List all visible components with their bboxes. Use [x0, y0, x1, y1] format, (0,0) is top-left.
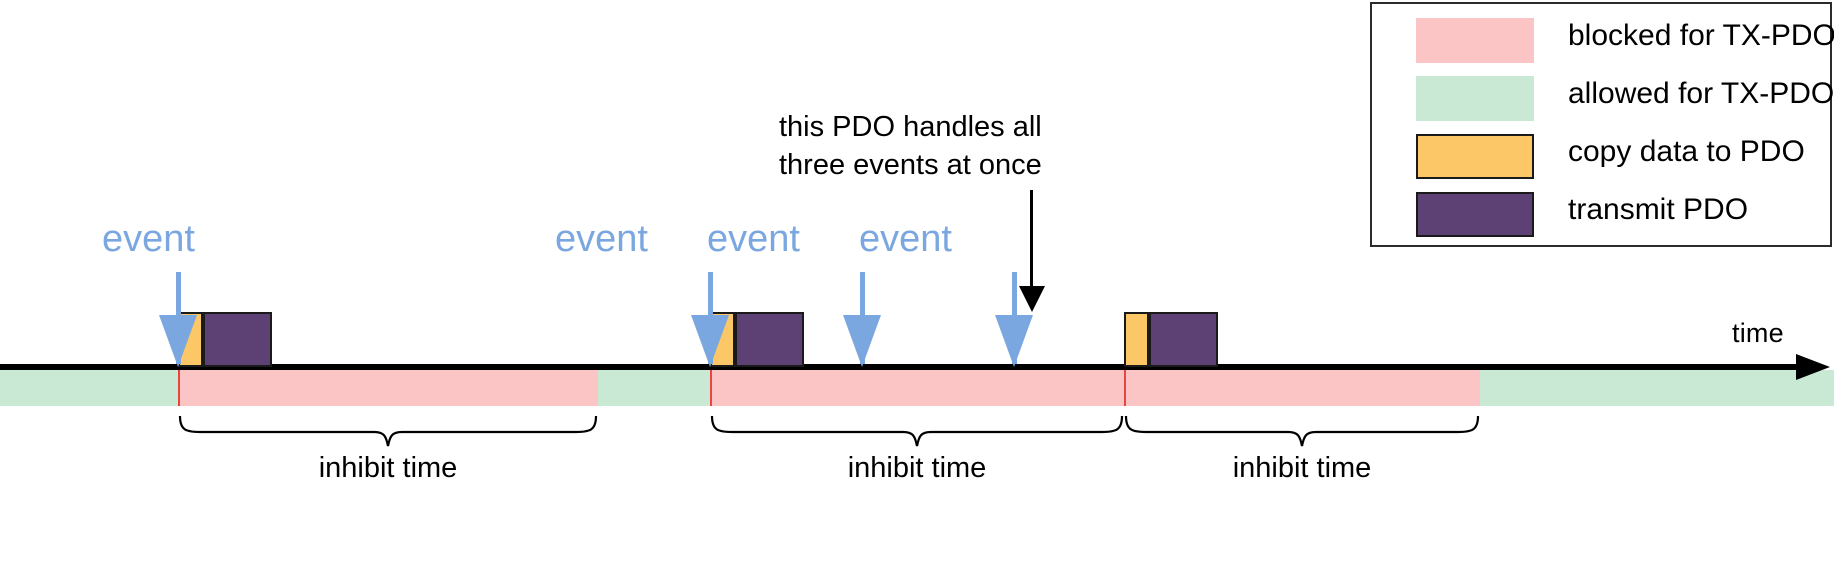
band-segment-blocked-1: [178, 370, 598, 406]
time-axis-label: time: [1732, 318, 1784, 348]
inhibit-brace-2: [710, 414, 1124, 448]
time-axis-line: [0, 364, 1800, 370]
inhibit-brace-3: [1124, 414, 1480, 448]
time-axis-arrow-icon: [1796, 354, 1830, 380]
blocked-swatch-icon: [1416, 18, 1534, 63]
transmit-pdo-block-3: [1149, 312, 1218, 367]
band-segment-allowed-3: [1480, 370, 1834, 406]
inhibit-brace-label-3: inhibit time: [1232, 452, 1372, 484]
event-arrow-head-icon-2: [691, 315, 729, 367]
legend-item-allowed: allowed for TX-PDO: [1372, 68, 1834, 126]
event-arrow-head-icon-4: [995, 315, 1033, 367]
allowed-swatch-icon: [1416, 76, 1534, 121]
transmit-swatch-icon: [1416, 192, 1534, 237]
legend-box: blocked for TX-PDO allowed for TX-PDO co…: [1370, 2, 1834, 247]
band-segment-allowed-1: [0, 370, 178, 406]
event-label-1: event: [102, 218, 195, 260]
legend-label-copy: copy data to PDO: [1568, 135, 1805, 168]
legend-label-blocked: blocked for TX-PDO: [1568, 19, 1834, 52]
legend-label-allowed: allowed for TX-PDO: [1568, 77, 1834, 110]
legend-label-transmit: transmit PDO: [1568, 193, 1749, 226]
annotation-arrow-stem: [1030, 190, 1033, 288]
transmit-pdo-block-1: [203, 312, 272, 367]
legend-item-copy: copy data to PDO: [1372, 126, 1830, 184]
copy-swatch-icon: [1416, 134, 1534, 179]
annotation-line-1: this PDO handles all: [779, 111, 1042, 143]
inhibit-brace-label-2: inhibit time: [847, 452, 987, 484]
transmit-pdo-block-2: [735, 312, 804, 367]
inhibit-brace-label-1: inhibit time: [318, 452, 458, 484]
annotation-arrow-head-icon: [1019, 286, 1045, 312]
event-label-4: event: [859, 218, 952, 260]
band-tick-1: [178, 370, 180, 406]
legend-item-blocked: blocked for TX-PDO: [1372, 10, 1834, 68]
event-label-3: event: [707, 218, 800, 260]
copy-data-block-3: [1124, 312, 1149, 367]
inhibit-brace-1: [178, 414, 598, 448]
event-arrow-head-icon-1: [159, 315, 197, 367]
band-tick-2: [710, 370, 712, 406]
event-arrow-head-icon-3: [843, 315, 881, 367]
legend-item-transmit: transmit PDO: [1372, 184, 1830, 242]
band-segment-allowed-2: [598, 370, 710, 406]
band-segment-blocked-2: [710, 370, 1480, 406]
event-label-2: event: [555, 218, 648, 260]
annotation-line-2: three events at once: [779, 149, 1042, 181]
band-tick-3: [1124, 370, 1126, 406]
